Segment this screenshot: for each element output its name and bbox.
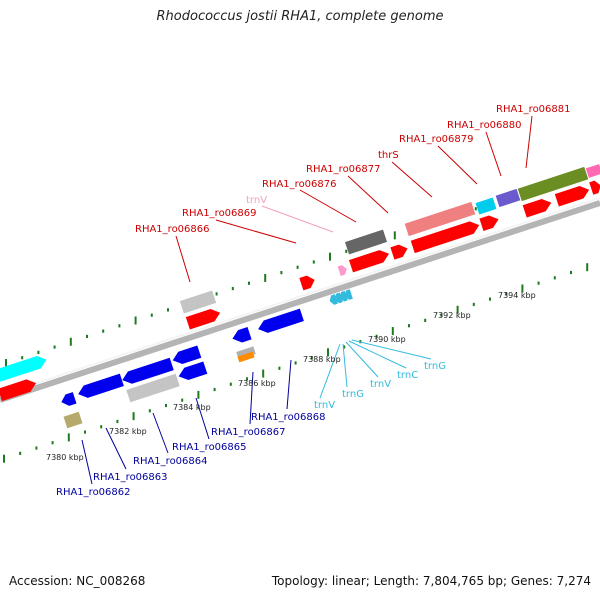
gene-label-forward[interactable]: RHA1_ro06877 (306, 164, 381, 175)
trna-arrow-reverse (334, 292, 343, 304)
leader-line (249, 371, 254, 425)
gene-block (63, 411, 83, 429)
lower-tick-rail (3, 263, 589, 463)
gene-arrow-forward (185, 309, 221, 330)
gene-label-reverse[interactable]: RHA1_ro06864 (133, 456, 208, 467)
gene-label-forward[interactable]: RHA1_ro06880 (447, 120, 522, 131)
leader-line (391, 161, 433, 198)
gene-arrow-forward (410, 221, 480, 254)
leader-line (348, 340, 407, 369)
gene-block (517, 166, 589, 202)
gene-label-forward[interactable]: RHA1_ro06881 (496, 104, 571, 115)
leader-line (347, 175, 389, 214)
gene-arrow-forward (589, 180, 600, 195)
gene-arrow-forward (554, 186, 590, 207)
gene-label-rna[interactable]: trnG (342, 389, 364, 400)
reverse-gene-labels: RHA1_ro06862 RHA1_ro06863 RHA1_ro06864 R… (56, 412, 326, 498)
gene-block (126, 373, 180, 403)
gene-arrow-forward (0, 355, 47, 385)
trna-arrow-reverse (339, 290, 348, 302)
gene-arrow-reverse (258, 308, 304, 333)
leader-line (299, 189, 357, 223)
ruler-label: 7388 kbp (303, 355, 341, 364)
gene-arrow-reverse (172, 345, 202, 365)
gene-label-forward[interactable]: trnV (246, 195, 267, 206)
gene-label-reverse[interactable]: RHA1_ro06867 (211, 427, 286, 438)
gene-label-rna[interactable]: trnC (397, 370, 418, 381)
trna-arrow-forward (337, 265, 347, 276)
gene-arrow-forward (479, 215, 499, 231)
leader-line (215, 219, 297, 244)
gene-arrow-reverse (78, 373, 124, 398)
label-leaders (81, 115, 533, 485)
gene-arrow-forward (390, 244, 408, 260)
gene-label-rna[interactable]: trnG (424, 361, 446, 372)
gene-arrow-forward (348, 250, 390, 273)
gene-block (404, 201, 476, 237)
leader-line (261, 205, 334, 233)
gene-arrow-forward (299, 275, 315, 291)
ruler-label: 7382 kbp (109, 427, 147, 436)
rna-gene-labels: trnV trnG trnV trnC trnG (314, 361, 446, 411)
gene-arrow-reverse (232, 327, 252, 343)
gene-arrow-reverse (178, 361, 208, 381)
ruler-label: 7394 kbp (498, 291, 536, 300)
leader-line (105, 427, 127, 470)
gene-arrow-reverse (61, 392, 77, 406)
accession-text: Accession: NC_008268 (9, 574, 146, 588)
forward-gene-labels: RHA1_ro06866 RHA1_ro06869 trnV RHA1_ro06… (135, 104, 571, 235)
leader-line (525, 115, 533, 169)
leader-line (81, 439, 93, 485)
gene-block (585, 164, 600, 178)
feature-track (0, 164, 600, 429)
gene-label-forward[interactable]: RHA1_ro06869 (182, 208, 257, 219)
genome-summary-text: Topology: linear; Length: 7,804,765 bp; … (271, 574, 591, 588)
gene-label-reverse[interactable]: RHA1_ro06863 (93, 472, 168, 483)
leader-line (345, 341, 379, 378)
gene-label-rna[interactable]: trnV (314, 400, 335, 411)
leader-line (342, 343, 348, 388)
genome-backbone (0, 197, 600, 403)
leader-line (319, 343, 341, 399)
gene-block (179, 290, 217, 314)
gene-label-reverse[interactable]: RHA1_ro06862 (56, 487, 131, 498)
map-title: Rhodococcus jostii RHA1, complete genome (156, 9, 444, 24)
leader-line (437, 145, 478, 185)
gene-block (495, 188, 521, 208)
ruler-label: 7384 kbp (173, 403, 211, 412)
gene-block (237, 351, 255, 363)
gene-label-forward[interactable]: thrS (378, 150, 399, 161)
trna-arrow-reverse (329, 294, 338, 305)
gene-label-reverse[interactable]: RHA1_ro06868 (251, 412, 326, 423)
ruler-label: 7390 kbp (368, 335, 406, 344)
ruler-label: 7392 kbp (433, 311, 471, 320)
gene-label-reverse[interactable]: RHA1_ro06865 (172, 442, 247, 453)
gene-label-forward[interactable]: RHA1_ro06879 (399, 134, 474, 145)
genome-map: 7380 kbp 7382 kbp 7384 kbp 7386 kbp 7388… (0, 104, 600, 498)
gene-arrow-forward (0, 379, 37, 402)
gene-label-forward[interactable]: RHA1_ro06866 (135, 224, 210, 235)
ruler-label: 7386 kbp (238, 379, 276, 388)
gene-arrow-reverse (122, 357, 174, 384)
gene-block (344, 229, 388, 255)
gene-block (475, 197, 497, 215)
leader-line (175, 235, 191, 283)
gene-label-rna[interactable]: trnV (370, 379, 391, 390)
trna-arrow-reverse (344, 289, 353, 300)
leader-line (351, 339, 432, 360)
ruler-label: 7380 kbp (46, 453, 84, 462)
leader-line (195, 397, 210, 440)
gene-arrow-forward (522, 198, 552, 218)
ruler-labels: 7380 kbp 7382 kbp 7384 kbp 7386 kbp 7388… (46, 291, 536, 462)
gene-label-forward[interactable]: RHA1_ro06876 (262, 179, 337, 190)
leader-line (152, 412, 169, 454)
leader-line (485, 131, 502, 177)
leader-line (286, 359, 292, 410)
